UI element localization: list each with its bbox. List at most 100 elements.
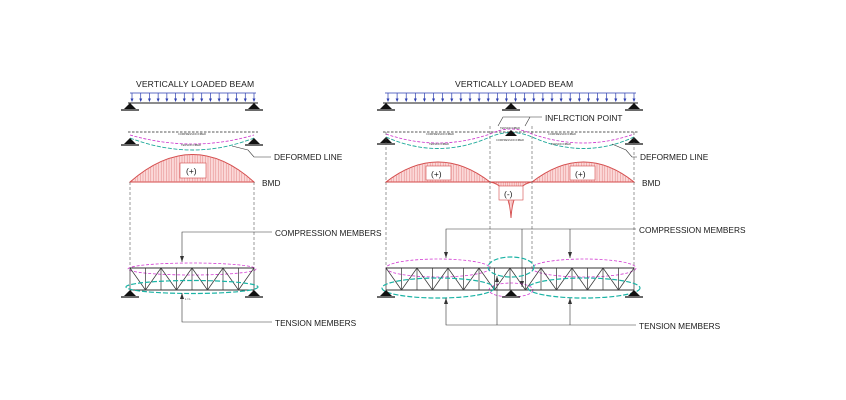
right-deformed-beam: COMPRESSION FIBER TENSION FIBER COMPRESS… <box>377 113 709 162</box>
left-truss-support-b <box>248 290 260 296</box>
truss-diagonal <box>525 267 542 291</box>
right-load-arrows <box>386 93 636 102</box>
load-arrow-head <box>174 98 178 102</box>
right-inflection-leader <box>497 116 542 127</box>
left-deformed-beam: COMPRESSION FIBER TENSION FIBER DEFORMED… <box>121 131 343 162</box>
right-bmd-sign-left: (+) <box>431 169 442 179</box>
right-compression-line <box>445 228 636 258</box>
load-arrow-head <box>459 98 463 102</box>
load-arrow-head <box>559 98 563 102</box>
right-bmd-sign-mid: (-) <box>504 189 513 199</box>
right-mid-bottom-note: COMPRESSION FIBER <box>496 138 524 142</box>
right-deflection-top <box>385 128 635 144</box>
load-arrow-head <box>139 98 143 102</box>
load-arrow-head <box>404 98 408 102</box>
truss-diagonal <box>540 267 557 291</box>
truss-diagonal <box>463 267 480 291</box>
right-truss-support-a <box>380 290 392 296</box>
right-truss-webs <box>385 267 635 291</box>
right-tension-leader: TENSION MEMBERS <box>444 276 721 331</box>
load-arrow-head <box>495 98 499 102</box>
left-deflection-top-note: COMPRESSION FIBER <box>178 132 206 136</box>
truss-diagonal <box>176 267 193 291</box>
load-arrow-head <box>395 98 399 102</box>
load-arrow-head <box>191 98 195 102</box>
truss-diagonal <box>618 267 635 291</box>
right-truss-support-c <box>628 290 640 296</box>
left-support-pin <box>124 103 136 109</box>
right-deformed-leader <box>611 143 637 158</box>
right-span-bottom-note-a: TENSION FIBER <box>429 142 449 146</box>
load-arrow-head <box>450 98 454 102</box>
left-truss-webs <box>129 267 255 291</box>
right-diagram: VERTICALLY LOADED BEAM COMPRESSION FIBER… <box>377 79 746 331</box>
right-bmd-sign-box-right <box>569 165 596 181</box>
right-compression-leader: COMPRESSION MEMBERS <box>444 225 746 287</box>
left-loaded-beam <box>121 92 263 111</box>
load-arrow-head <box>541 98 545 102</box>
right-span-top-note-a: COMPRESSION FIBER <box>426 132 454 136</box>
truss-diagonal <box>401 267 418 291</box>
load-arrow-head <box>550 98 554 102</box>
load-arrow-head <box>182 98 186 102</box>
right-tension-zone-mid <box>487 256 535 278</box>
left-tension-label: TENSION MEMBERS <box>275 318 357 328</box>
right-title: VERTICALLY LOADED BEAM <box>455 79 573 89</box>
truss-diagonal <box>416 267 433 291</box>
load-arrow-head <box>623 98 627 102</box>
load-arrow-head <box>596 98 600 102</box>
load-arrow-head <box>235 98 239 102</box>
load-arrow-head <box>200 98 204 102</box>
load-arrow-head <box>514 98 518 102</box>
right-span-bottom-note-b: TENSION FIBER <box>551 142 571 146</box>
load-arrow-head <box>532 98 536 102</box>
truss-diagonal <box>238 267 255 291</box>
right-mid-top-note: TENSION FIBER <box>500 126 520 130</box>
left-compression-leader: COMPRESSION MEMBERS <box>180 228 382 262</box>
right-support-a <box>380 103 392 109</box>
load-arrow-head <box>413 98 417 102</box>
right-truss-support-mid <box>505 290 517 296</box>
left-tension-arrow <box>180 293 184 299</box>
right-tension-zone-right <box>527 277 641 299</box>
right-bmd-label: BMD <box>642 178 660 188</box>
left-bmd-sign: (+) <box>186 166 197 176</box>
load-arrow-head <box>432 98 436 102</box>
right-compression-arrow-b <box>568 252 572 258</box>
truss-diagonal <box>129 267 146 291</box>
left-support-roller <box>248 103 260 109</box>
load-arrow-head <box>226 98 230 102</box>
left-load-arrows <box>130 93 256 102</box>
right-compression-arrow-a <box>444 252 448 258</box>
load-arrow-head <box>252 98 256 102</box>
load-arrow-head <box>422 98 426 102</box>
right-tension-arrow-b <box>568 298 572 304</box>
right-tension-arrow-a <box>444 298 448 304</box>
truss-diagonal <box>432 267 449 291</box>
right-bmd-sign-box-left <box>425 165 452 181</box>
right-span-top-note-b: COMPRESSION FIBER <box>548 132 576 136</box>
truss-diagonal <box>509 267 526 291</box>
load-arrow-head <box>586 98 590 102</box>
left-truss-dim-note: L = L <box>185 297 191 301</box>
right-support-mid <box>505 103 517 109</box>
right-inflection-label: INFLRCTION POINT <box>545 113 622 123</box>
left-compression-line <box>181 231 272 262</box>
truss-diagonal <box>191 267 208 291</box>
load-arrow-head <box>165 98 169 102</box>
load-arrow-head <box>614 98 618 102</box>
left-tension-leader: TENSION MEMBERS <box>180 293 357 328</box>
load-arrow-head <box>156 98 160 102</box>
truss-diagonal <box>478 267 495 291</box>
load-arrow-head <box>632 98 636 102</box>
load-arrow-head <box>568 98 572 102</box>
right-tension-arrow-c <box>495 276 499 282</box>
load-arrow-head <box>468 98 472 102</box>
left-compression-label: COMPRESSION MEMBERS <box>275 228 382 238</box>
load-arrow-head <box>441 98 445 102</box>
right-bmd-sign-right: (+) <box>575 169 586 179</box>
left-tension-line <box>181 293 272 323</box>
right-tension-label: TENSION MEMBERS <box>639 321 721 331</box>
left-compression-arrow <box>180 256 184 262</box>
load-arrow-head <box>217 98 221 102</box>
